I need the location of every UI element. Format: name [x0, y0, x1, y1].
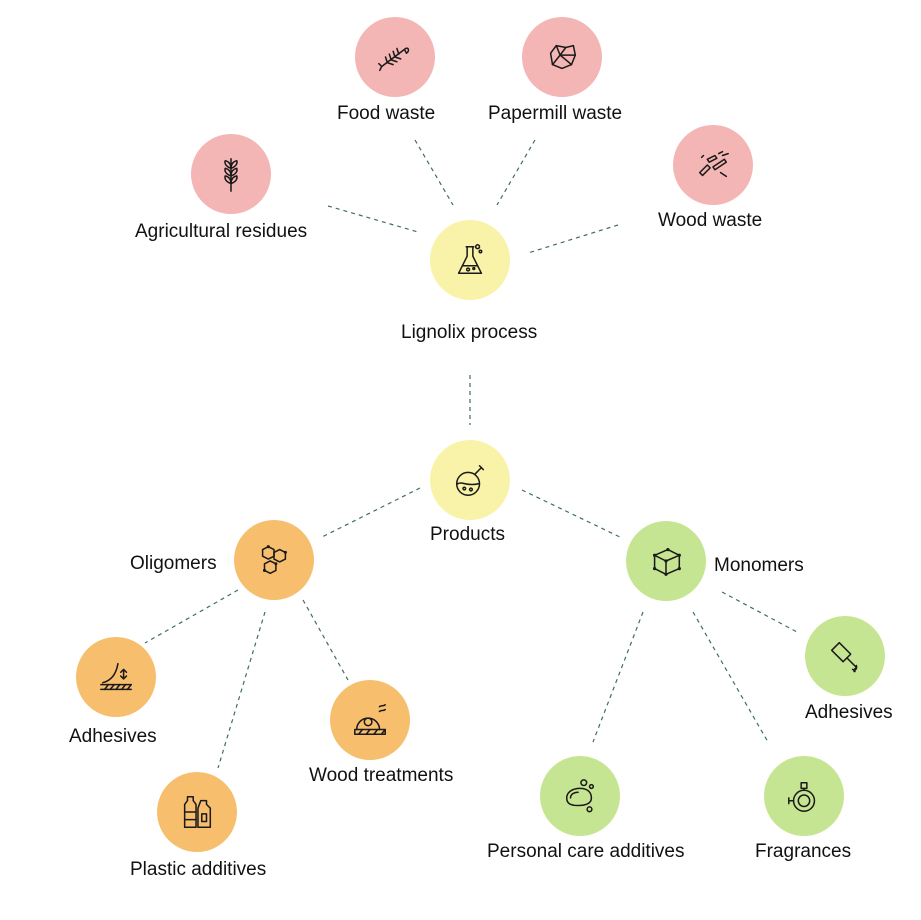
- fragrances-label: Fragrances: [755, 841, 852, 862]
- adhesives-monomer-node: [805, 616, 885, 696]
- plastic-additives-node: [157, 772, 237, 852]
- plastic-additives-label: Plastic additives: [130, 859, 267, 880]
- flask-icon: [457, 244, 483, 275]
- agricultural-residues-label: Agricultural residues: [135, 221, 308, 242]
- edge-products-to-oligomers: [319, 487, 421, 539]
- lignolix-process-node: [430, 220, 510, 300]
- food-waste-node: [355, 17, 435, 97]
- agricultural-residues-node: [191, 134, 271, 214]
- wood-waste-label: Wood waste: [658, 210, 763, 231]
- surface-adhesion-icon: [100, 662, 132, 691]
- crumpled-paper-icon: [549, 44, 577, 70]
- monomers-node: [626, 521, 706, 601]
- perfume-bottle-icon: [788, 781, 816, 812]
- papermill-waste-node: [522, 17, 602, 97]
- food-waste-label: Food waste: [337, 103, 436, 124]
- edge-food-to-process: [414, 139, 454, 206]
- plastic-bottles-icon: [183, 796, 212, 828]
- edge-agricultural-to-process: [327, 205, 419, 233]
- molecule-icon: [261, 545, 287, 575]
- wood-waste-node: [673, 125, 753, 205]
- edge-oligomers-to-plastic: [217, 611, 266, 769]
- adhesives-oligomer-label: Adhesives: [69, 726, 157, 747]
- products-label: Products: [430, 524, 505, 545]
- soap-bubbles-icon: [565, 779, 595, 813]
- oligomers-label: Oligomers: [130, 553, 217, 574]
- fish-bone-icon: [378, 47, 410, 72]
- monomers-label: Monomers: [714, 555, 804, 576]
- wheat-icon: [224, 158, 238, 192]
- edge-oligomers-to-adhesives: [144, 589, 239, 644]
- wood-chips-icon: [698, 150, 729, 178]
- edge-papermill-to-process: [496, 139, 536, 206]
- products-node: [430, 440, 510, 520]
- edge-products-to-monomers: [521, 489, 623, 539]
- lignolix-process-label: Lignolix process: [401, 322, 538, 343]
- adhesives-monomer-label: Adhesives: [805, 702, 893, 723]
- fragrances-node: [764, 756, 844, 836]
- cube-molecule-icon: [652, 547, 681, 576]
- saw-blade-icon: [354, 704, 386, 736]
- papermill-waste-label: Papermill waste: [488, 103, 623, 124]
- edge-monomers-to-fragrances: [692, 611, 769, 743]
- oligomers-node: [234, 520, 314, 600]
- edge-monomers-to-adhesives: [721, 591, 798, 633]
- personal-care-additives-node: [540, 756, 620, 836]
- adhesives-oligomer-node: [76, 637, 156, 717]
- glue-tube-icon: [830, 641, 858, 673]
- edge-oligomers-to-wood-treatments: [302, 599, 349, 681]
- edge-wood-to-process: [527, 224, 619, 254]
- edge-monomers-to-personal-care: [592, 611, 644, 743]
- wood-treatments-node: [330, 680, 410, 760]
- round-flask-icon: [455, 464, 485, 496]
- wood-treatments-label: Wood treatments: [309, 765, 454, 786]
- personal-care-additives-label: Personal care additives: [487, 841, 685, 862]
